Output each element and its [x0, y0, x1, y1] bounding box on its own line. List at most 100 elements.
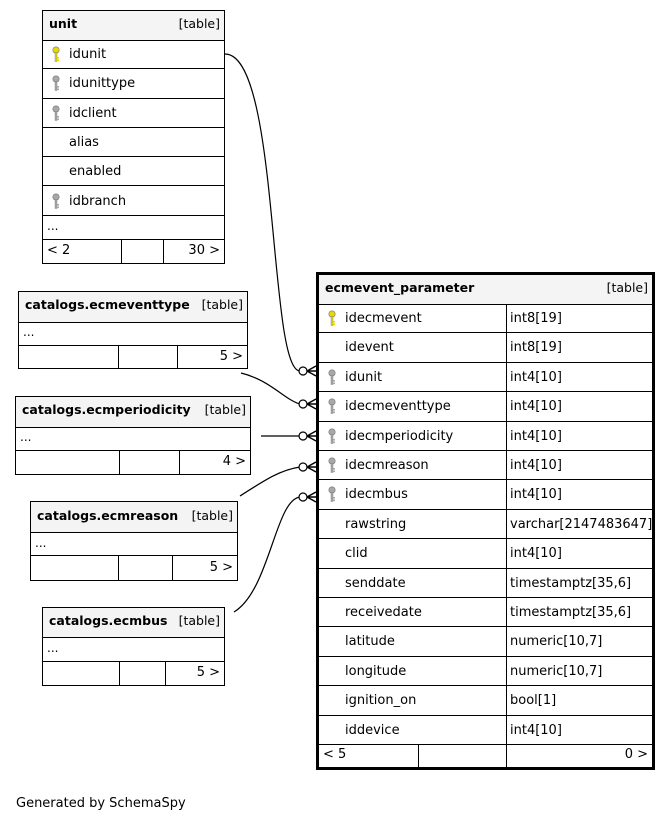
column-row-idunittype[interactable]: idunittype	[43, 69, 224, 99]
footer-divider	[165, 662, 166, 685]
table-kind: [table]	[191, 508, 233, 523]
column-type: int8[19]	[510, 340, 562, 356]
footer-divider	[177, 346, 178, 368]
column-row-iddevice[interactable]: iddevice int4[10]	[319, 715, 652, 745]
ellipsis: ...	[47, 219, 59, 233]
table-header: catalogs.ecmbus [table]	[43, 608, 224, 638]
table-kind: [table]	[178, 16, 220, 31]
ellipsis-row: ...	[19, 322, 247, 346]
generated-by-label: Generated by SchemaSpy	[16, 796, 186, 811]
footer-divider	[179, 451, 180, 474]
table-header: catalogs.ecmreason [table]	[31, 502, 237, 533]
table-ecmperiodicity[interactable]: catalogs.ecmperiodicity [table] ... 4 >	[15, 396, 251, 475]
children-count[interactable]: 0 >	[624, 747, 648, 762]
column-name: alias	[69, 134, 99, 150]
children-count[interactable]: 30 >	[188, 243, 220, 258]
table-ecmreason[interactable]: catalogs.ecmreason [table] ... 5 >	[30, 501, 238, 581]
children-count[interactable]: 5 >	[219, 349, 243, 364]
table-footer: < 2 30 >	[43, 240, 224, 263]
edge-unit-idunit	[224, 53, 317, 377]
column-row-receivedate[interactable]: receivedate timestamptz[35,6]	[319, 598, 652, 628]
foreign-key-icon	[328, 486, 336, 503]
foreign-key-icon	[328, 369, 336, 386]
children-count[interactable]: 5 >	[209, 560, 233, 575]
foreign-key-icon	[52, 105, 60, 122]
table-header: catalogs.ecmperiodicity [table]	[16, 397, 250, 428]
column-name: ignition_on	[345, 693, 417, 709]
ellipsis-row: ...	[43, 216, 224, 240]
column-type: varchar[2147483647]	[510, 516, 653, 532]
column-row-enabled[interactable]: enabled	[43, 157, 224, 187]
column-type: timestamptz[35,6]	[510, 605, 632, 620]
ellipsis-row: ...	[31, 532, 237, 556]
column-divider	[506, 656, 507, 686]
children-count[interactable]: 4 >	[222, 454, 246, 469]
table-header: catalogs.ecmeventtype [table]	[19, 292, 247, 323]
table-footer: 5 >	[31, 556, 237, 580]
column-name: idevent	[345, 340, 394, 356]
table-name: ecmevent_parameter	[325, 280, 475, 295]
table-unit[interactable]: unit [table] idunit idunittype idclient ali…	[42, 10, 225, 264]
column-name: idclient	[69, 105, 117, 121]
parents-count[interactable]: < 2	[47, 243, 71, 258]
table-footer: 5 >	[43, 662, 224, 685]
footer-divider	[418, 745, 419, 767]
column-divider	[506, 509, 507, 539]
column-type: int4[10]	[510, 722, 562, 738]
table-name: catalogs.ecmbus	[49, 613, 168, 628]
primary-key-icon	[328, 310, 336, 327]
table-kind: [table]	[201, 297, 243, 312]
column-row-alias[interactable]: alias	[43, 128, 224, 158]
column-name: idecmeventtype	[345, 399, 451, 415]
table-ecmbus[interactable]: catalogs.ecmbus [table] ... 5 >	[42, 607, 225, 686]
column-type: int4[10]	[510, 428, 562, 444]
footer-divider	[118, 346, 119, 368]
table-kind: [table]	[204, 402, 246, 417]
column-name: iddevice	[345, 722, 400, 738]
column-name: idecmbus	[345, 487, 408, 503]
column-row-idbranch[interactable]: idbranch	[43, 187, 224, 216]
ellipsis: ...	[35, 536, 47, 550]
table-ecmeventtype[interactable]: catalogs.ecmeventtype [table] ... 5 >	[18, 291, 248, 369]
column-divider	[506, 686, 507, 715]
column-type: int4[10]	[510, 546, 562, 562]
column-type: int8[19]	[510, 311, 562, 326]
column-type: int4[10]	[510, 458, 562, 473]
column-type: numeric[10,7]	[510, 634, 603, 650]
column-row-idevent[interactable]: idevent int8[19]	[319, 333, 652, 363]
column-divider	[506, 392, 507, 421]
table-header: unit [table]	[43, 11, 224, 41]
column-divider	[506, 715, 507, 744]
column-divider	[506, 627, 507, 656]
column-name: receivedate	[345, 605, 422, 620]
table-footer: 4 >	[16, 451, 250, 474]
footer-divider	[121, 240, 122, 263]
foreign-key-icon	[52, 192, 60, 210]
column-row-idunit[interactable]: idunit	[43, 40, 224, 70]
edge-ecmeventtype	[240, 372, 317, 410]
column-name: longitude	[345, 663, 407, 679]
column-row-idclient[interactable]: idclient	[43, 99, 224, 128]
table-name: catalogs.ecmeventtype	[25, 297, 190, 312]
parents-count[interactable]: < 5	[323, 747, 347, 762]
table-kind: [table]	[606, 280, 648, 295]
column-name: idunit	[69, 47, 107, 62]
column-name: enabled	[69, 164, 122, 180]
edge-ecmperiodicity	[261, 430, 317, 442]
children-count[interactable]: 5 >	[196, 665, 220, 680]
column-divider	[506, 451, 507, 480]
